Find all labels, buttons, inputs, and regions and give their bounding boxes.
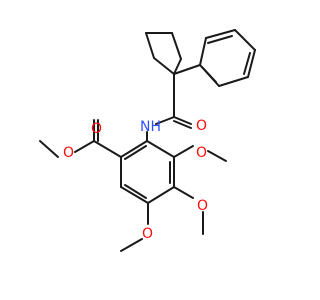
amide-oxygen-label: O [196, 118, 207, 134]
methoxy-groups [120, 145, 227, 252]
benzene-ring [120, 140, 175, 204]
amide-linkage [146, 73, 192, 142]
ester-carbonyl-oxygen-label: O [91, 121, 102, 137]
methoxy-4-oxygen-label: O [197, 198, 208, 214]
structure-canvas: O O NH O O O O [39, 29, 256, 252]
methoxy-5-oxygen-label: O [142, 226, 153, 242]
molecule-drawing: O O NH O O O O [39, 29, 256, 252]
phenyl-ring [173, 29, 256, 87]
cyclopentane-ring [145, 32, 182, 75]
ester-oxygen-label: O [63, 145, 74, 161]
atom-labels: O O NH O O O O [63, 118, 208, 242]
methoxy-3-oxygen-label: O [196, 145, 207, 161]
methyl-ester-group [39, 119, 122, 158]
amide-nitrogen-label: NH [140, 119, 161, 135]
